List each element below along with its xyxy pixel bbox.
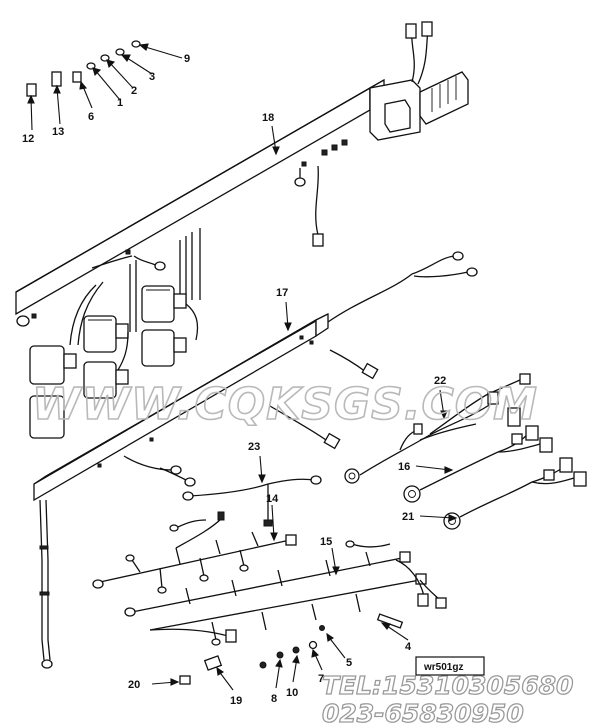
watermark-text: WWW.CQKSGS.COM <box>32 379 538 430</box>
callout-5: 5 <box>346 657 352 669</box>
callout-8: 8 <box>271 693 277 705</box>
callout-21: 21 <box>402 511 414 523</box>
harness-bar-17 <box>33 251 478 669</box>
callout-13: 13 <box>52 126 64 138</box>
figure-tag: wr501gz <box>415 656 485 676</box>
solenoid-block-3 <box>141 329 187 367</box>
callout-2: 2 <box>131 85 137 97</box>
harness-21 <box>443 457 587 530</box>
leader-arrows <box>27 43 458 691</box>
callout-22: 22 <box>434 375 446 387</box>
callout-7: 7 <box>318 673 324 685</box>
callout-15: 15 <box>320 536 332 548</box>
callout-1: 1 <box>117 97 123 109</box>
callout-10: 10 <box>286 687 298 699</box>
harness-bar-18 <box>15 21 469 439</box>
callout-18: 18 <box>262 112 274 124</box>
figure-tag-text: wr501gz <box>423 662 463 673</box>
callout-6: 6 <box>88 111 94 123</box>
callout-4: 4 <box>405 641 412 653</box>
solenoid-block-1 <box>141 285 187 323</box>
callout-20: 20 <box>128 679 140 691</box>
callout-23: 23 <box>248 441 260 453</box>
callout-17: 17 <box>276 287 288 299</box>
callout-3: 3 <box>149 71 155 83</box>
callout-9: 9 <box>184 53 190 65</box>
solenoid-block-4 <box>29 345 77 385</box>
harness-22 <box>344 373 531 484</box>
harness-15 <box>124 540 447 646</box>
contact-landline-line: 023-65830950 <box>322 699 524 728</box>
callout-12: 12 <box>22 133 34 145</box>
loose-parts <box>26 40 404 685</box>
solenoid-block-2 <box>83 315 129 353</box>
solenoid-block-5 <box>83 361 129 399</box>
callout-14: 14 <box>266 493 279 505</box>
callout-16: 16 <box>398 461 410 473</box>
harness-23 <box>182 475 322 527</box>
solenoid-block-6 <box>29 395 65 439</box>
harness-14 <box>92 511 297 594</box>
callout-19: 19 <box>230 695 242 707</box>
harness-16 <box>403 425 553 503</box>
